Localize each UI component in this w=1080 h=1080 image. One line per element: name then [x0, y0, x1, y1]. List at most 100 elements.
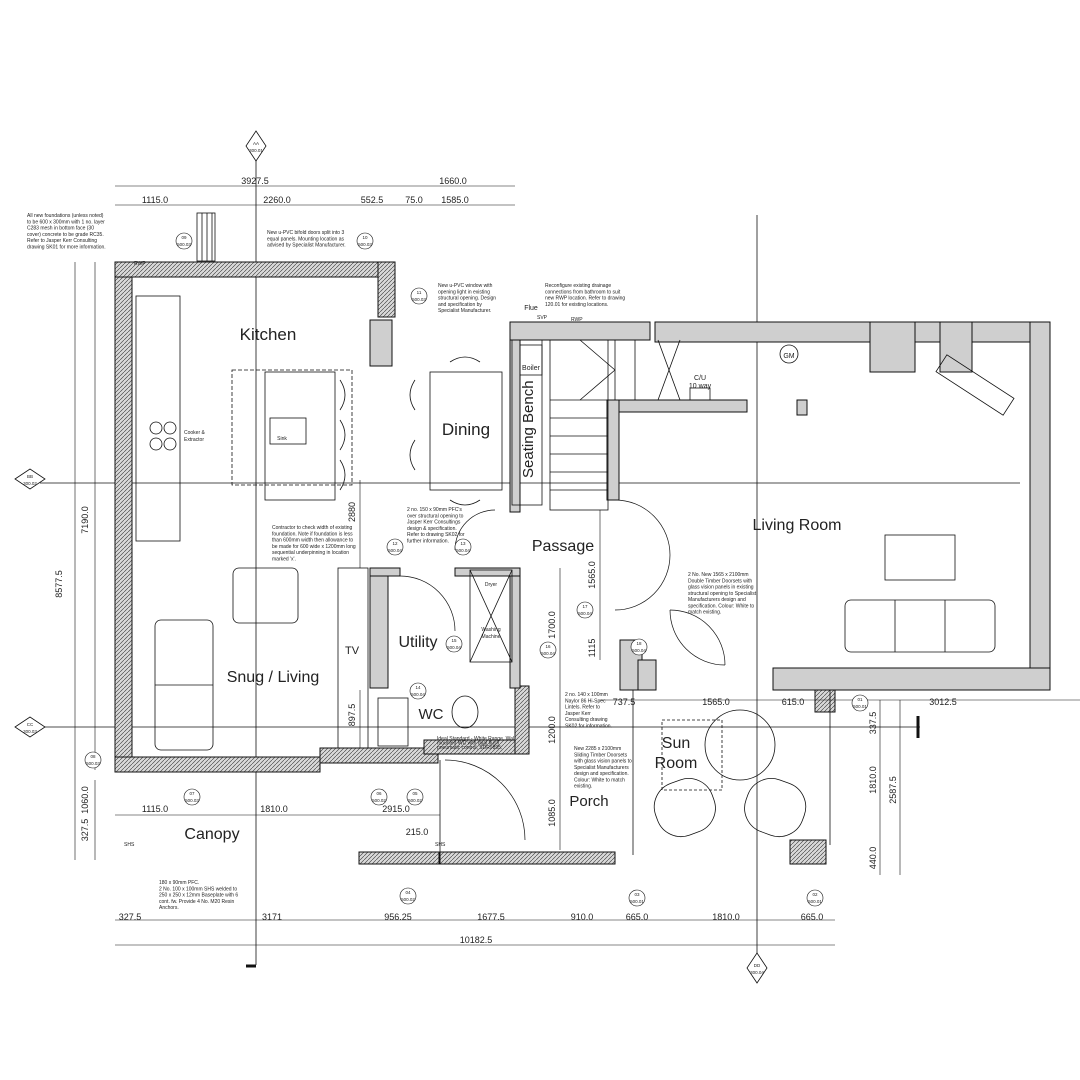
section-marker-aa: AA 300.01	[245, 130, 267, 162]
note-line: sequential underpinning in location	[272, 550, 349, 556]
note-line: structural opening. Design	[438, 296, 496, 302]
dim-v-2880: 2880	[347, 502, 357, 522]
tag-05: 05 500.02	[406, 788, 424, 806]
note-line: advised by Specialist Manufacturer.	[267, 243, 346, 249]
note-line: Double Timber Doorsets with	[688, 578, 752, 584]
svg-text:500.02: 500.02	[408, 798, 422, 803]
note-line: mounted WC with dual flush	[437, 740, 499, 746]
note-line: Naylor 86 Hi-Spec	[565, 698, 606, 704]
svg-text:500.04: 500.04	[456, 548, 470, 553]
svg-text:CC: CC	[27, 722, 34, 727]
note-line: 2 No. New 1565 x 2100mm	[688, 572, 749, 578]
interior-outlines	[135, 212, 1015, 855]
room-tv: TV	[345, 645, 360, 657]
note-line: Contractor to check width of existing	[272, 525, 353, 531]
note-line: design & specification.	[407, 526, 457, 532]
svg-text:500.03: 500.03	[177, 242, 191, 247]
dim-v-897: 897.5	[347, 704, 357, 727]
svg-text:18: 18	[636, 641, 642, 646]
note-line: New u-PVC window with	[438, 283, 493, 289]
svg-text:01: 01	[857, 697, 863, 702]
dimension-text: 3927.5 1660.0 1115.0 2260.0 552.5 75.0 1…	[54, 176, 957, 945]
note-line: design and specification.	[574, 771, 629, 777]
section-lines	[40, 160, 1020, 968]
dim-top-right: 1660.0	[439, 176, 467, 186]
label-washing: Washing	[481, 627, 500, 633]
label-flue: Flue	[524, 305, 538, 312]
staircase	[549, 339, 681, 511]
note-line: All new foundations (unless noted)	[27, 213, 104, 219]
section-marker-cc: CC 300.03	[14, 716, 46, 738]
dim-top-4: 75.0	[405, 195, 423, 205]
dim-b-1677: 1677.5	[477, 912, 505, 922]
tag-02: 02 500.01	[806, 889, 824, 907]
dim-b-910: 910.0	[571, 912, 594, 922]
svg-text:09: 09	[181, 235, 187, 240]
svg-text:300.03: 300.03	[23, 729, 37, 734]
note-line: 250 x 250 x 12mm Baseplate with 6	[159, 893, 238, 899]
dim-b-665a: 665.0	[626, 912, 649, 922]
note-line: and specification by	[438, 302, 482, 308]
dim-v-1115: 1115	[587, 639, 597, 658]
note-foundation: All new foundations (unless noted)to be …	[27, 213, 106, 250]
svg-text:06: 06	[376, 791, 382, 796]
dim-v-1085: 1085.0	[547, 799, 557, 827]
svg-text:500.03: 500.03	[412, 297, 426, 302]
room-dining: Dining	[442, 420, 490, 439]
svg-text:300.02: 300.02	[23, 481, 37, 486]
note-line: Sliding Timber Doorsets	[574, 752, 628, 758]
label-gm: GM	[783, 353, 794, 360]
dim-left-1060: 1060.0	[80, 786, 90, 814]
svg-text:AA: AA	[253, 141, 259, 146]
note-line: marked 'x'.	[272, 556, 296, 562]
note-line: New u-PVC bifold doors split into 3	[267, 230, 344, 236]
room-kitchen: Kitchen	[240, 325, 297, 344]
svg-text:14: 14	[415, 685, 421, 690]
svg-text:15: 15	[451, 638, 457, 643]
svg-text:05: 05	[412, 791, 418, 796]
note-line: Specialist Manufacturer.	[438, 308, 491, 314]
note-line: drawing SK01 for more information.	[27, 244, 106, 250]
svg-text:02: 02	[812, 892, 818, 897]
svg-text:500.03: 500.03	[86, 761, 100, 766]
notes: All new foundations (unless noted)to be …	[27, 213, 757, 911]
note-line: cover) concrete to be grade RC35.	[27, 232, 104, 238]
svg-text:500.01: 500.01	[808, 899, 822, 904]
svg-text:16: 16	[545, 644, 551, 649]
label-machine: Machine	[482, 634, 501, 640]
note-line: existing.	[574, 784, 592, 790]
dim-r-3012: 3012.5	[929, 697, 957, 707]
dim-top-total: 3927.5	[241, 176, 269, 186]
svg-text:500.04: 500.04	[411, 692, 425, 697]
note-line: Reconfigure existing drainage	[545, 283, 611, 289]
note-line: match existing.	[688, 610, 721, 616]
dim-m-1115: 1115.0	[142, 804, 168, 814]
label-cu: C/U	[694, 375, 706, 382]
svg-text:500.04: 500.04	[541, 651, 555, 656]
svg-text:04: 04	[405, 890, 411, 895]
note-line: opening light in existing	[438, 289, 490, 295]
dim-m-1565: 1565.0	[702, 697, 730, 707]
room-porch: Porch	[569, 793, 608, 810]
dim-b-3171: 3171	[262, 912, 282, 922]
svg-text:500.03: 500.03	[185, 798, 199, 803]
note-pfc180: 180 x 90mm PFC.2 No. 100 x 100mm SHS wel…	[159, 880, 238, 911]
section-marker-dd: DD 300.04	[746, 952, 768, 984]
note-line: New 2285 x 2100mm	[574, 746, 621, 752]
room-sun-line: Room	[655, 755, 698, 772]
note-line: Consulting drawing	[565, 717, 608, 723]
note-line: to be 600 x 300mm with 1 no. layer	[27, 219, 105, 225]
